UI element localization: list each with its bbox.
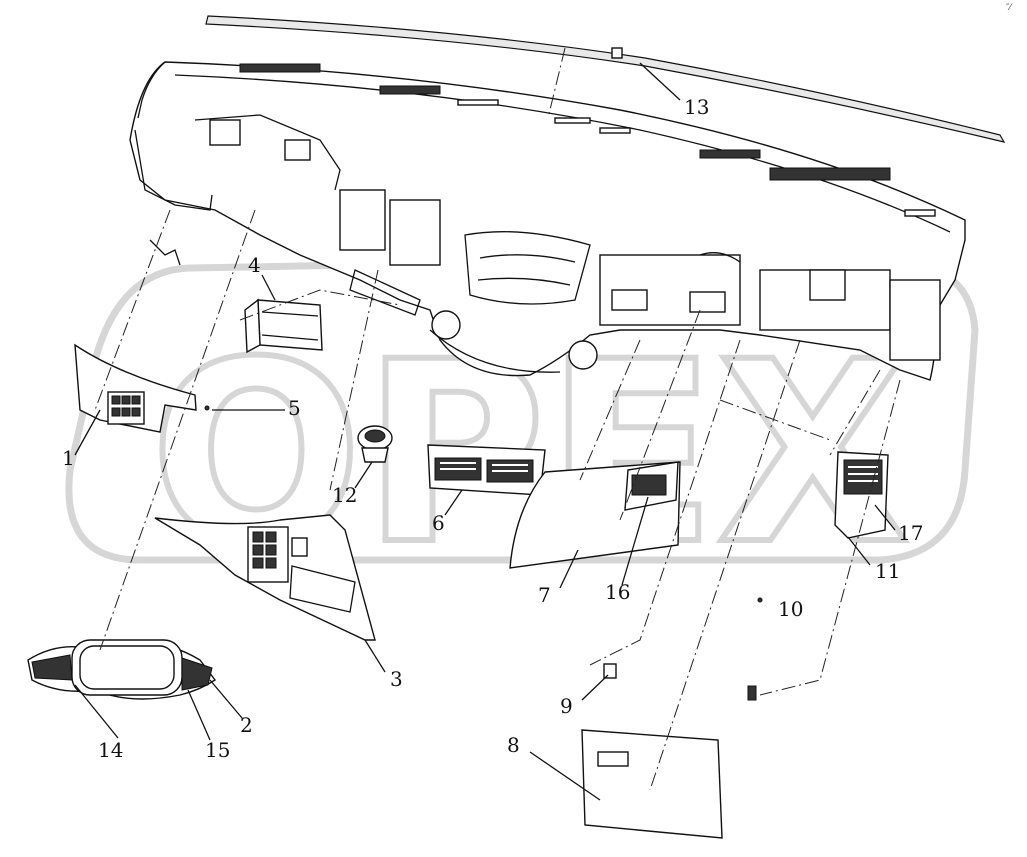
callout-5: 5: [288, 396, 301, 420]
part-14-cluster-bezel: [27, 639, 217, 700]
callout-11: 11: [875, 559, 900, 583]
part-5-screw: [204, 405, 210, 411]
callout-4: 4: [248, 253, 261, 277]
callout-6: 6: [432, 511, 445, 535]
part-12-knob: [357, 425, 393, 463]
part-7-panel: [509, 461, 681, 569]
instrument-panel-assembly: [129, 61, 966, 381]
callout-labels: 1 2 3 4 5 6 7 8 9 10 11 12 13 14 15 16 1…: [62, 95, 923, 762]
part-4-bracket: [244, 298, 323, 354]
leader-lines: [74, 62, 896, 801]
callout-2: 2: [240, 713, 253, 737]
callout-8: 8: [507, 733, 520, 757]
part-3-lower-panel: [154, 514, 376, 641]
callout-1: 1: [62, 446, 75, 470]
callout-17: 17: [898, 521, 923, 545]
callout-9: 9: [560, 694, 573, 718]
callout-13: 13: [684, 95, 709, 119]
part-6-center-vents: [427, 444, 546, 496]
callout-16: 16: [605, 580, 630, 604]
part-10-screw: [757, 597, 763, 603]
callout-3: 3: [390, 667, 403, 691]
assembly-lines: [94, 47, 901, 791]
part-9-clip: [603, 663, 617, 679]
part-1-side-panel: [74, 343, 197, 433]
callout-7: 7: [538, 583, 551, 607]
callout-12: 12: [332, 483, 357, 507]
part-10-fastener: [747, 685, 757, 701]
callout-15: 15: [205, 738, 230, 762]
callout-14: 14: [98, 738, 123, 762]
corner-mark: ″⁄: [1006, 3, 1013, 13]
part-13-trim-strip: [205, 15, 1006, 143]
callout-10: 10: [778, 597, 803, 621]
